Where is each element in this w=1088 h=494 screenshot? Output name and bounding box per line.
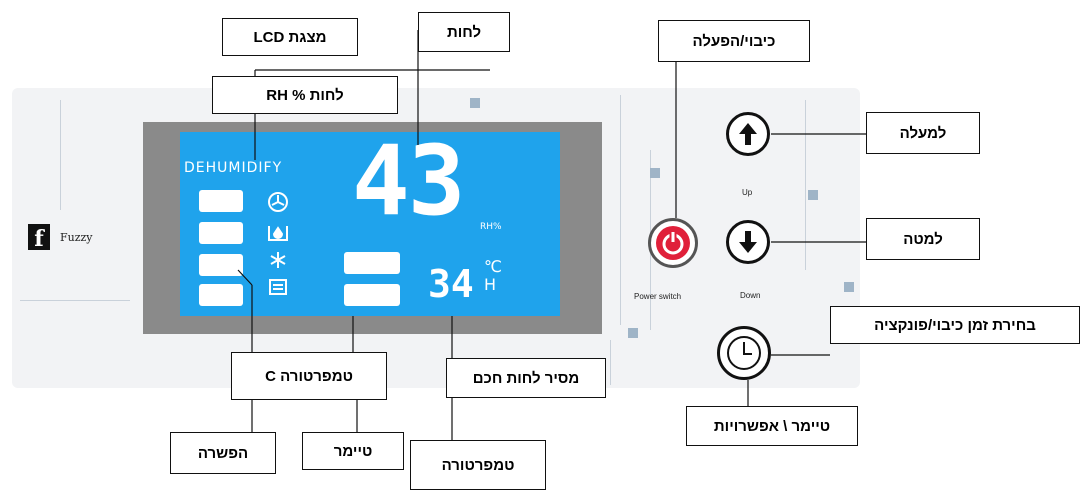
callout-power: כיבוי/הפעלה: [658, 20, 810, 62]
lcd-indicator-bar: [199, 284, 243, 306]
lcd-temperature-unit: ℃ H: [484, 257, 502, 294]
brand-name: Fuzzy: [60, 230, 93, 244]
tank-full-icon: [268, 226, 288, 241]
panel-decoration: [470, 98, 480, 108]
lcd-humidity-value: 43: [352, 125, 466, 237]
lcd-mode-text: DEHUMIDIFY: [184, 160, 283, 176]
timer-button[interactable]: [717, 326, 771, 380]
lcd-timer-bar: [344, 252, 400, 274]
panel-decoration: [620, 95, 621, 325]
power-caption: Power switch: [634, 292, 682, 301]
lcd-icons: [268, 192, 288, 295]
callout-down: למטה: [866, 218, 980, 260]
callout-temperature-c: טמפרטורה C: [231, 352, 387, 400]
callout-timer-options: טיימר \ אפשרויות: [686, 406, 858, 446]
callout-smart-dehumidifier: מסיר לחות חכם: [446, 358, 606, 398]
brand-logo: f Fuzzy: [28, 224, 93, 250]
down-caption: Down: [740, 291, 761, 300]
callout-lcd-display: מצגת LCD: [222, 18, 358, 56]
lcd-humidity-unit: RH%: [480, 222, 502, 232]
callout-up: למעלה: [866, 112, 980, 154]
callout-timer: טיימר: [302, 432, 404, 470]
panel-decoration: [650, 168, 660, 178]
panel-decoration: [808, 190, 818, 200]
panel-decoration: [20, 300, 130, 301]
down-button[interactable]: [726, 220, 770, 264]
callout-timer-select: בחירת זמן כיבוי/פונקציה: [830, 306, 1080, 344]
power-button[interactable]: [648, 218, 698, 268]
panel-decoration: [60, 100, 61, 210]
power-icon: [656, 226, 690, 260]
up-caption: Up: [742, 188, 753, 197]
panel-decoration: [844, 282, 854, 292]
callout-temperature: טמפרטורה: [410, 440, 546, 490]
panel-decoration: [610, 340, 611, 385]
callout-humidity: לחות: [418, 12, 510, 52]
arrow-down-icon: [739, 231, 757, 253]
brand-logo-mark: f: [28, 224, 50, 250]
callout-humidity-rh: לחות % RH: [212, 76, 398, 114]
clock-icon: [727, 336, 761, 370]
fan-icon: [268, 192, 288, 212]
panel-decoration: [805, 100, 806, 270]
lcd-indicator-bar: [199, 222, 243, 244]
callout-defrost: הפשרה: [170, 432, 276, 474]
arrow-up-icon: [739, 123, 757, 145]
lcd-timer-bar: [344, 284, 400, 306]
filter-icon: [269, 279, 287, 295]
lcd-temperature-value: 34: [428, 262, 474, 306]
lcd-indicator-bar: [199, 254, 243, 276]
lcd-indicator-bar: [199, 190, 243, 212]
defrost-icon: [270, 252, 286, 268]
up-button[interactable]: [726, 112, 770, 156]
panel-decoration: [628, 328, 638, 338]
